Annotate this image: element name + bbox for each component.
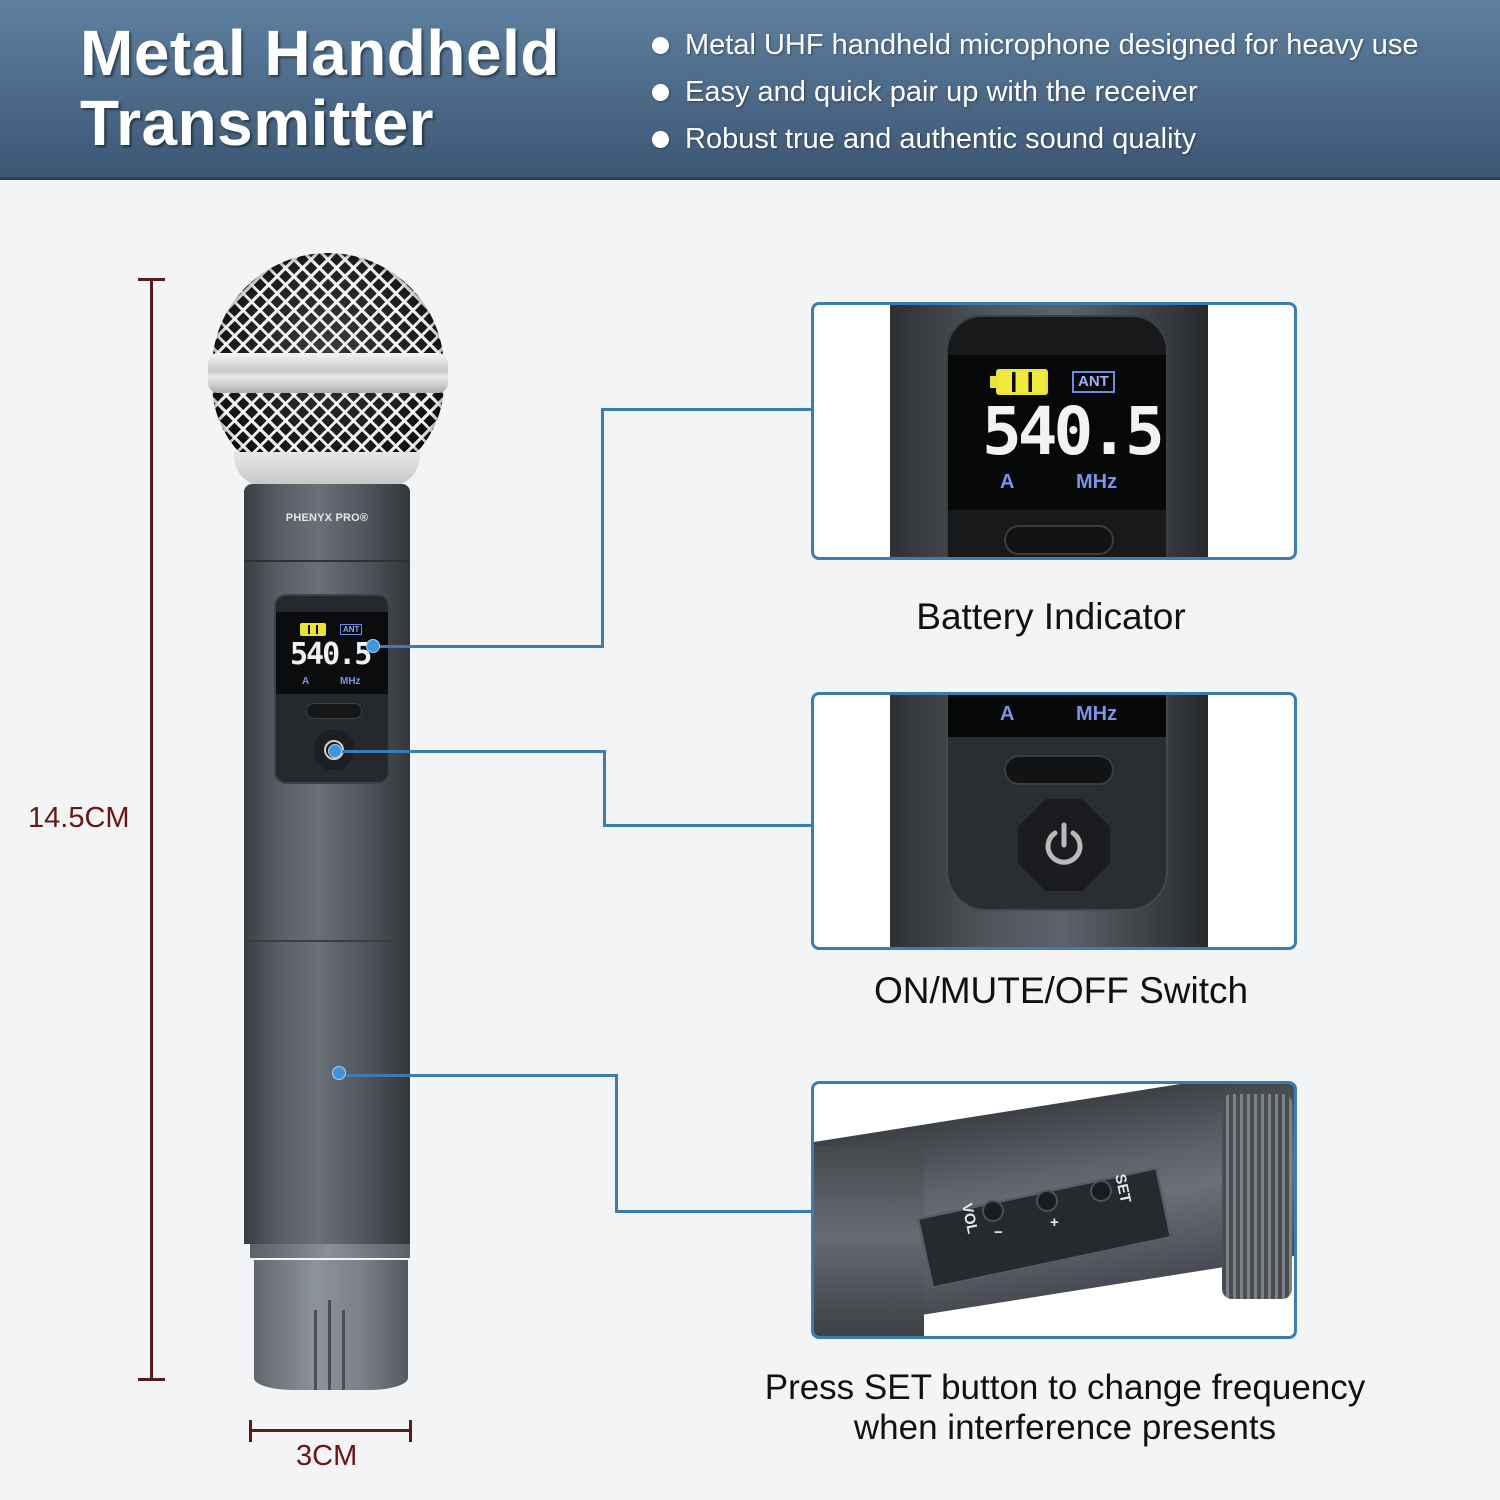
set-button-panel: VOL − + SET <box>811 1081 1297 1339</box>
bullet-icon <box>652 84 669 101</box>
power-icon <box>1045 822 1083 865</box>
connector-line <box>374 645 604 648</box>
connector-line <box>615 1074 618 1213</box>
cap-groove <box>342 1310 345 1390</box>
connector-line <box>603 824 813 827</box>
set-button[interactable] <box>1090 1180 1112 1202</box>
antenna-badge: ANT <box>1072 371 1115 393</box>
page-title: Metal Handheld Transmitter <box>80 18 560 158</box>
connector-line <box>603 750 606 827</box>
channel-label: A <box>1000 471 1015 493</box>
mic-seam <box>244 560 410 562</box>
mic-collar <box>234 452 420 486</box>
mic-grille-ring <box>208 353 448 393</box>
cap-groove <box>328 1300 331 1390</box>
lcd-screen <box>948 695 1166 737</box>
plus-label: + <box>1050 1214 1059 1231</box>
lcd-screen <box>276 612 388 694</box>
connector-line <box>601 408 813 411</box>
title-line-1: Metal Handheld <box>80 17 560 89</box>
feature-item: Metal UHF handheld microphone designed f… <box>652 22 1418 69</box>
width-dimension-cap-right <box>409 1420 412 1442</box>
mic-battery-band <box>250 1244 410 1258</box>
bullet-icon <box>652 131 669 148</box>
callout-dot <box>328 744 342 758</box>
callout-dot <box>332 1066 346 1080</box>
antenna-badge: ANT <box>340 624 363 635</box>
frequency-readout: 540.5 <box>290 637 372 672</box>
height-label: 14.5CM <box>28 802 130 834</box>
power-switch-caption: ON/MUTE/OFF Switch <box>873 970 1249 1011</box>
caption-line-1: Press SET button to change frequency <box>764 1368 1366 1407</box>
channel-label: A <box>1000 703 1015 725</box>
connector-line <box>615 1210 813 1213</box>
connector-line <box>340 1074 618 1077</box>
height-dimension-cap-bottom <box>138 1378 165 1381</box>
lcd-screen <box>948 355 1166 510</box>
power-switch-panel: A MHz <box>811 692 1297 950</box>
feature-item: Robust true and authentic sound quality <box>652 116 1418 163</box>
set-button-caption: Press SET button to change frequency whe… <box>720 1368 1410 1448</box>
minus-label: − <box>994 1224 1003 1241</box>
mic-seam <box>248 940 408 942</box>
battery-icon <box>300 623 326 636</box>
mic-grip <box>814 1146 924 1336</box>
thread-ring <box>1222 1094 1292 1299</box>
frequency-readout: 540.5 <box>982 393 1165 470</box>
mic-battery-cap <box>254 1260 408 1390</box>
feature-list: Metal UHF handheld microphone designed f… <box>652 22 1418 163</box>
ir-slot <box>306 703 362 719</box>
ir-slot <box>1004 525 1114 555</box>
connector-line <box>336 750 606 753</box>
bullet-icon <box>652 37 669 54</box>
battery-icon <box>996 369 1048 395</box>
width-dimension-line <box>249 1429 411 1432</box>
battery-indicator-caption: Battery Indicator <box>916 596 1186 637</box>
vol-minus-button[interactable] <box>982 1200 1004 1222</box>
battery-icon-tip <box>990 376 996 388</box>
unit-label: MHz <box>1076 703 1118 725</box>
cap-groove <box>314 1310 317 1390</box>
unit-label: MHz <box>1076 471 1118 493</box>
height-dimension-line <box>150 278 153 1381</box>
unit-label: MHz <box>340 676 361 687</box>
caption-line-2: when interference presents <box>853 1408 1277 1447</box>
title-line-2: Transmitter <box>80 87 435 159</box>
width-label: 3CM <box>296 1440 358 1472</box>
battery-indicator-panel: ANT 540.5 A MHz <box>811 302 1297 560</box>
channel-label: A <box>302 676 310 687</box>
ir-slot <box>1004 755 1114 785</box>
header-banner: Metal Handheld Transmitter Metal UHF han… <box>0 0 1500 180</box>
callout-dot <box>366 639 380 653</box>
feature-item: Easy and quick pair up with the receiver <box>652 69 1418 116</box>
brand-logo: PHENYX PRO® <box>285 512 369 524</box>
connector-line <box>601 408 604 648</box>
vol-plus-button[interactable] <box>1036 1190 1058 1212</box>
